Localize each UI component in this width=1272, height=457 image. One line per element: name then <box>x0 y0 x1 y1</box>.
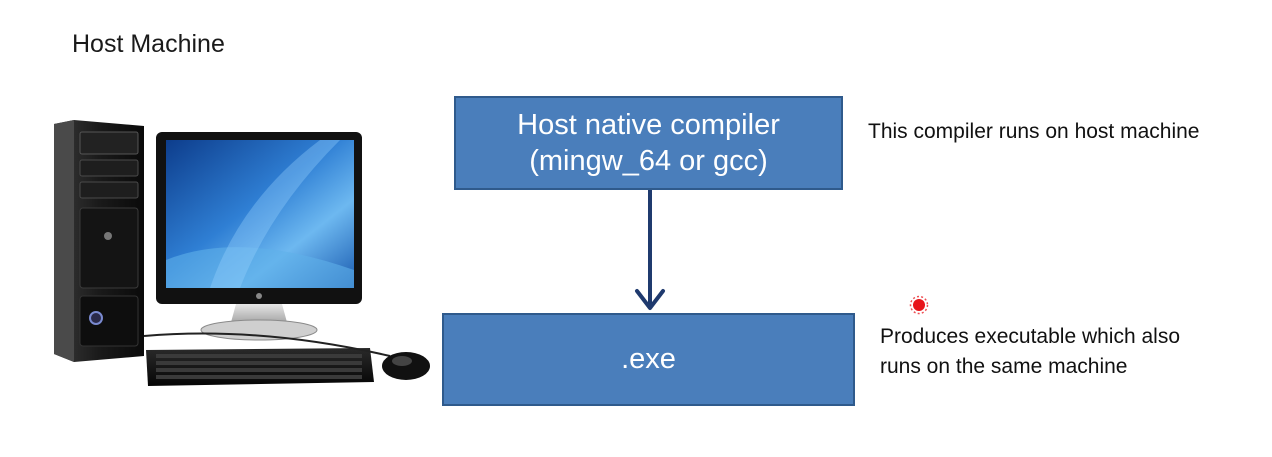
desktop-computer-icon <box>54 120 430 386</box>
exe-note-line2: runs on the same machine <box>880 355 1128 378</box>
exe-note: Produces executable which also runs on t… <box>880 322 1180 382</box>
page-title: Host Machine <box>72 30 225 58</box>
down-arrow-icon <box>635 190 665 310</box>
red-pointer-icon <box>909 295 929 315</box>
compiler-box-line2: (mingw_64 or gcc) <box>529 145 768 177</box>
keyboard <box>146 348 374 386</box>
mouse <box>143 332 430 380</box>
exe-note-line1: Produces executable which also <box>880 325 1181 348</box>
compiler-box-line1: Host native compiler <box>517 109 780 141</box>
compiler-note: This compiler runs on host machine <box>868 120 1200 143</box>
host-native-compiler-box: Host native compiler (mingw_64 or gcc) <box>454 96 843 190</box>
exe-box-label: .exe <box>621 343 676 375</box>
tower-case <box>54 120 144 362</box>
exe-box: .exe <box>442 313 855 406</box>
monitor <box>156 132 362 341</box>
